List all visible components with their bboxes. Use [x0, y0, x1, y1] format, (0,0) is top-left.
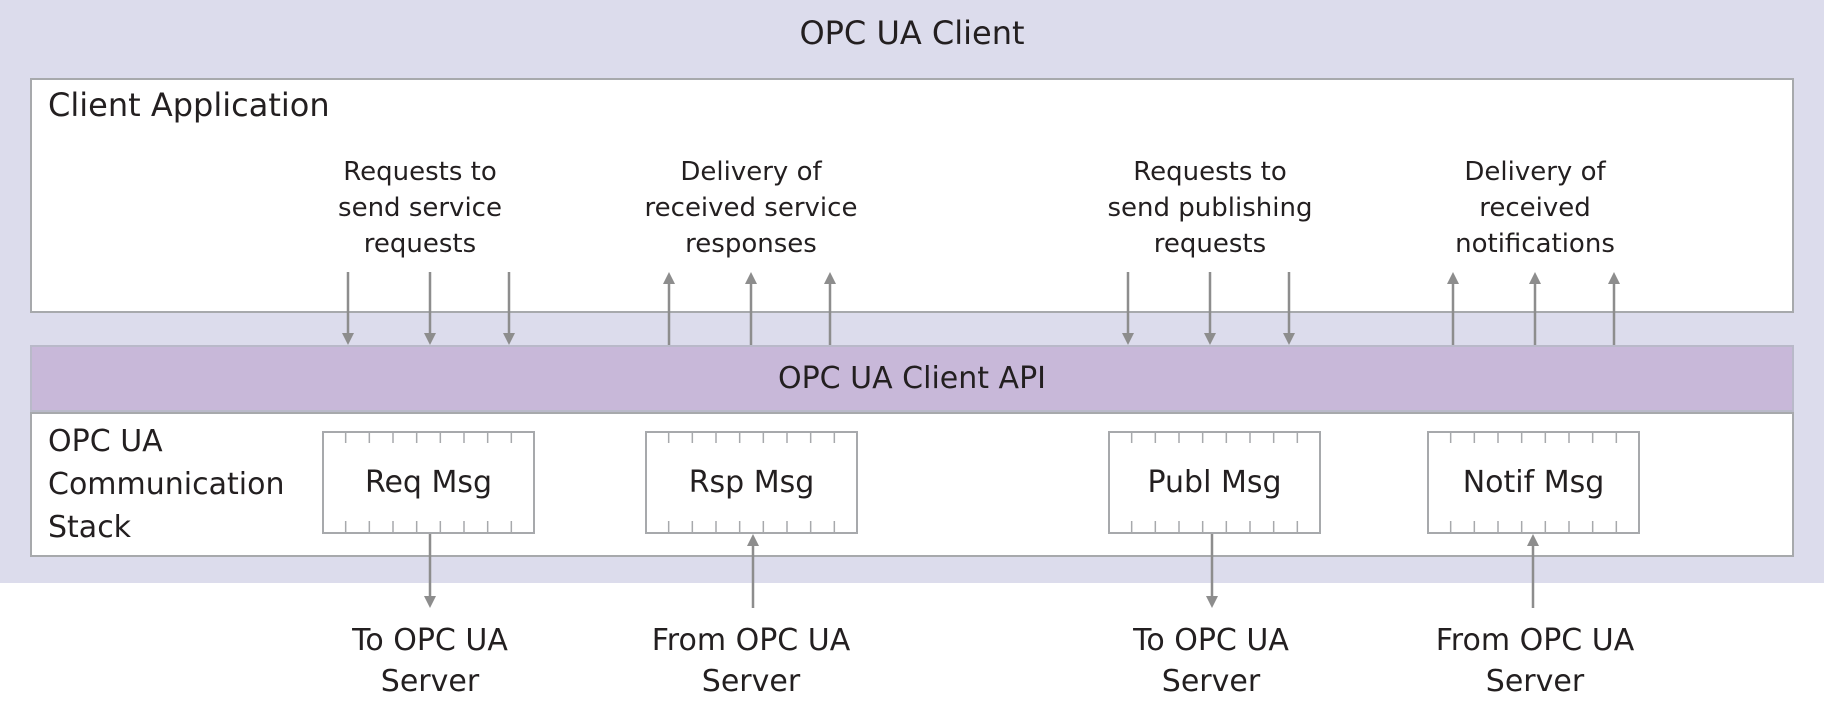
delivery-arrow-up [663, 272, 675, 345]
destination-line: To OPC UA [1133, 623, 1289, 658]
delivery-arrow-up [1447, 272, 1459, 345]
request-arrow-down [424, 272, 436, 345]
stack-title-line: Stack [48, 510, 132, 545]
request-arrow-down [503, 272, 515, 345]
source-line: Server [701, 664, 801, 699]
group-label-line: Requests to [1133, 157, 1287, 187]
inbound-arrow [1527, 534, 1539, 608]
stack-title-line: Communication [48, 467, 285, 502]
group-label-line: Requests to [343, 157, 497, 187]
communication-stack-title: OPC UA Communication Stack [48, 420, 308, 549]
group-label-line: received service [644, 193, 858, 223]
delivery-arrow-up [745, 272, 757, 345]
client-title: OPC UA Client [799, 14, 1025, 52]
source-line: Server [1485, 664, 1585, 699]
group-label-line: notifications [1455, 229, 1615, 259]
source-line: From OPC UA [1435, 623, 1635, 658]
group-label-line: Delivery of [1464, 157, 1606, 187]
group-label-send-service-requests: Requests to send service requests [310, 154, 530, 262]
group-label-line: received [1479, 193, 1591, 223]
request-arrow-down [342, 272, 354, 345]
rsp-msg-box: Rsp Msg [645, 431, 858, 534]
destination-label: To OPC UA Server [1101, 620, 1321, 702]
request-arrow-down [1122, 272, 1134, 345]
source-label: From OPC UA Server [641, 620, 861, 702]
destination-line: Server [380, 664, 480, 699]
publ-msg-box: Publ Msg [1108, 431, 1321, 534]
destination-line: Server [1161, 664, 1261, 699]
notif-msg-box: Notif Msg [1427, 431, 1640, 534]
delivery-arrow-up [1529, 272, 1541, 345]
request-arrow-down [1283, 272, 1295, 345]
stack-title-line: OPC UA [48, 424, 163, 459]
destination-label: To OPC UA Server [320, 620, 540, 702]
group-label-line: responses [685, 229, 817, 259]
request-arrow-down [1204, 272, 1216, 345]
delivery-arrow-up [1608, 272, 1620, 345]
group-label-line: Delivery of [680, 157, 822, 187]
group-label-line: send service [338, 193, 502, 223]
group-label-line: requests [1153, 229, 1267, 259]
outbound-arrow [424, 534, 436, 608]
source-line: From OPC UA [651, 623, 851, 658]
client-application-box [30, 78, 1794, 313]
group-label-line: requests [363, 229, 477, 259]
inbound-arrow [747, 534, 759, 608]
group-label-service-responses: Delivery of received service responses [641, 154, 861, 262]
destination-line: To OPC UA [352, 623, 508, 658]
client-api-bar [30, 345, 1794, 412]
outbound-arrow [1206, 534, 1218, 608]
group-label-line: send publishing [1107, 193, 1313, 223]
group-label-notifications: Delivery of received notifications [1425, 154, 1645, 262]
group-label-publishing-requests: Requests to send publishing requests [1100, 154, 1320, 262]
delivery-arrow-up [824, 272, 836, 345]
req-msg-box: Req Msg [322, 431, 535, 534]
client-api-title: OPC UA Client API [777, 361, 1047, 396]
client-application-title: Client Application [48, 86, 330, 124]
source-label: From OPC UA Server [1425, 620, 1645, 702]
